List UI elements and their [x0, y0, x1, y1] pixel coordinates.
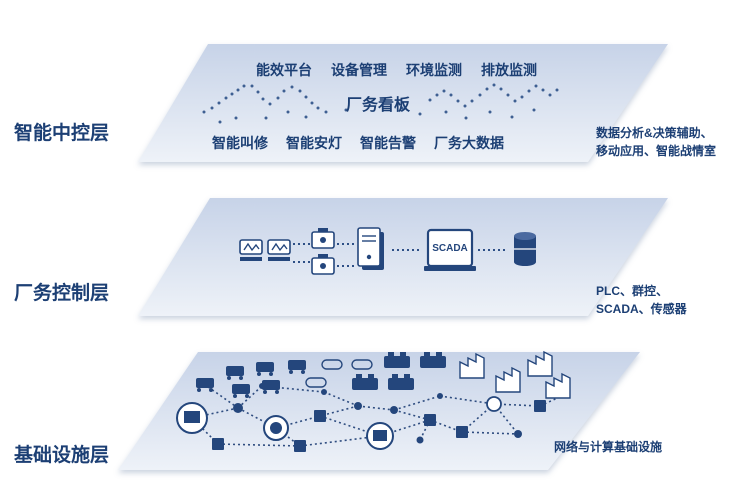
layer-label-facility-control: 厂务控制层 [14, 283, 110, 304]
module-smart-repair: 智能叫修 [212, 135, 268, 151]
server-icon [357, 227, 384, 270]
note-facility-control: PLC、群控、 SCADA、传感器 [596, 282, 687, 318]
plc-module-icon [267, 239, 291, 261]
board-title: 厂务看板 [346, 97, 411, 114]
note-central-control-line2: 移动应用、智能战情室 [596, 144, 717, 158]
network-hub-icon [176, 402, 208, 434]
scada-monitor-icon [424, 228, 476, 271]
note-infrastructure: 网络与计算基础设施 [554, 440, 663, 454]
note-facility-control-line1: PLC、群控、 [596, 284, 669, 298]
module-environment-monitoring: 环境监测 [406, 62, 462, 78]
module-emission-monitoring: 排放监测 [481, 62, 537, 78]
layer-label-infrastructure: 基础设施层 [14, 445, 110, 466]
network-hub-icon [366, 422, 394, 450]
compressor-icon [196, 360, 306, 398]
network-node-icon [212, 383, 546, 452]
data-dots-decoration [202, 83, 559, 124]
module-smart-andon: 智能安灯 [286, 135, 342, 151]
note-central-control: 数据分析&决策辅助、 移动应用、智能战情室 [596, 124, 716, 160]
note-central-control-line1: 数据分析&决策辅助、 [596, 126, 713, 140]
module-equipment-management: 设备管理 [331, 62, 387, 78]
module-smart-alarm: 智能告警 [360, 135, 416, 151]
database-icon [514, 232, 536, 266]
tank-icon [305, 359, 373, 388]
top-layer-plane [138, 44, 668, 162]
network-hub-icon [263, 415, 289, 441]
controller-icon [311, 254, 335, 275]
middle-layer-plane [138, 198, 668, 316]
chiller-icon [352, 352, 446, 390]
module-facility-big-data: 厂务大数据 [434, 135, 504, 151]
factory-icon [459, 350, 571, 399]
controller-icon [311, 228, 335, 249]
layer-label-central-control: 智能中控层 [14, 123, 110, 144]
scada-label: SCADA [432, 243, 468, 254]
plc-module-icon [239, 239, 263, 261]
module-energy-platform: 能效平台 [256, 62, 312, 78]
note-facility-control-line2: SCADA、传感器 [596, 302, 687, 316]
